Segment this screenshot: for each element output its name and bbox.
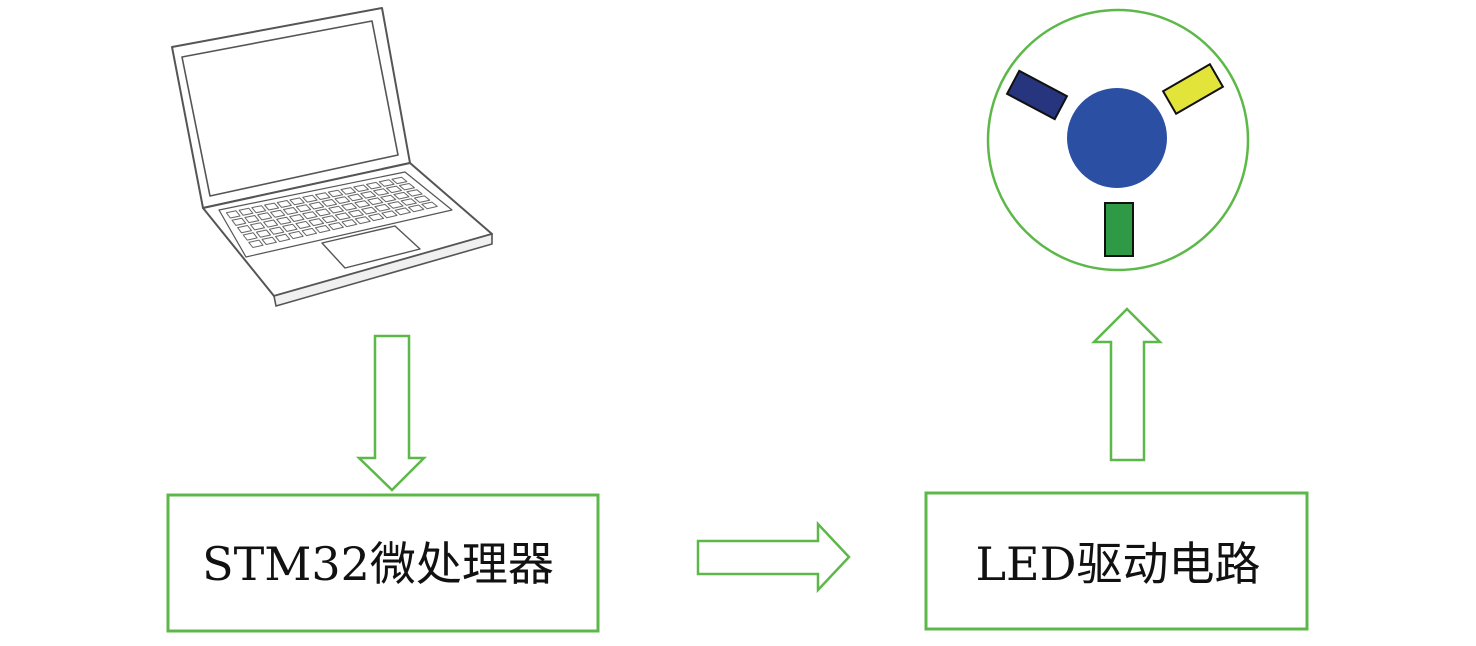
keyboard-key: [394, 207, 411, 216]
keyboard-key: [288, 230, 304, 240]
keyboard-key: [301, 227, 318, 237]
keyboard-key: [361, 206, 378, 215]
keyboard-key: [263, 219, 279, 228]
center-led: [1067, 88, 1167, 188]
keyboard-key: [308, 201, 325, 210]
keyboard-key: [386, 185, 402, 194]
keyboard-key: [238, 207, 254, 216]
keyboard-key: [314, 225, 331, 234]
keyboard-key: [413, 195, 431, 203]
keyboard-key: [340, 187, 357, 195]
keyboard-key: [354, 216, 371, 225]
stm32-microprocessor-box: [166, 493, 600, 633]
keyboard-key: [283, 207, 299, 215]
keyboard-key: [257, 212, 273, 221]
keyboard-key: [353, 184, 369, 192]
keyboard-key: [408, 204, 425, 213]
keyboard-key: [248, 239, 264, 248]
keyboard-key: [328, 205, 344, 214]
keyboard-key: [334, 212, 351, 221]
keyboard-key: [367, 197, 384, 206]
keyboard-key: [374, 203, 391, 212]
keyboard-key: [347, 193, 364, 202]
keyboard-key: [276, 216, 292, 225]
keyboard-key: [406, 189, 423, 197]
keyboard-key: [421, 201, 438, 210]
keyboard-key: [393, 191, 410, 200]
keyboard-key: [225, 210, 241, 219]
keyboard-key: [251, 205, 267, 214]
keyboard-key: [391, 176, 408, 185]
keyboard-key: [295, 204, 312, 213]
keyboard-key: [289, 197, 305, 206]
keyboard-key: [321, 199, 338, 207]
keyboard-key: [334, 196, 351, 204]
keyboard-key: [315, 208, 331, 217]
keyboard-key: [341, 202, 357, 211]
keyboard-key: [315, 192, 331, 200]
keyboard-key: [348, 209, 364, 218]
keyboard-key: [255, 229, 271, 238]
keyboard-key: [269, 226, 285, 235]
keyboard-key: [341, 219, 358, 228]
keyboard-key: [308, 218, 325, 227]
keyboard-key: [261, 236, 277, 245]
keyboard-key: [282, 223, 298, 232]
keyboard-key: [321, 215, 338, 224]
keyboard-key: [264, 202, 280, 211]
keyboard-key: [400, 198, 417, 206]
keyboard-key: [237, 225, 252, 234]
rgb-led-lamp-icon: [986, 8, 1250, 272]
keyboard-key: [270, 209, 286, 218]
keyboard-key: [366, 181, 382, 190]
stm32-box-label: STM32微处理器: [202, 537, 554, 591]
arrow-up-icon: [1090, 307, 1164, 462]
keyboard-key: [295, 220, 311, 229]
keyboard-key: [275, 233, 291, 243]
arrow-right-icon: [696, 520, 851, 594]
keyboard-key: [276, 200, 292, 208]
keyboard-key: [302, 194, 318, 203]
keyboard-key: [302, 211, 318, 220]
keyboard-key: [360, 191, 377, 199]
green-led: [1104, 202, 1134, 257]
keyboard-key: [328, 222, 344, 231]
keyboard-key: [250, 222, 266, 231]
keyboard-key: [327, 189, 344, 198]
led-driver-circuit-box: [924, 491, 1309, 631]
keyboard-key: [368, 213, 385, 222]
keyboard-key: [373, 188, 389, 196]
yellow-led: [1161, 62, 1225, 116]
keyboard-key: [244, 215, 260, 224]
arrow-down-icon: [355, 334, 428, 492]
keyboard-key: [354, 200, 371, 208]
keyboard-key: [398, 183, 415, 191]
keyboard-key: [381, 210, 398, 219]
laptop-icon: [171, 7, 493, 307]
keyboard-key: [242, 232, 258, 241]
keyboard-key: [231, 217, 247, 226]
keyboard-key: [378, 179, 395, 187]
keyboard-key: [289, 214, 305, 222]
blue-led: [1005, 69, 1069, 121]
keyboard-key: [380, 194, 397, 203]
keyboard-key: [387, 201, 404, 209]
led-driver-box-label: LED驱动电路: [975, 537, 1260, 591]
